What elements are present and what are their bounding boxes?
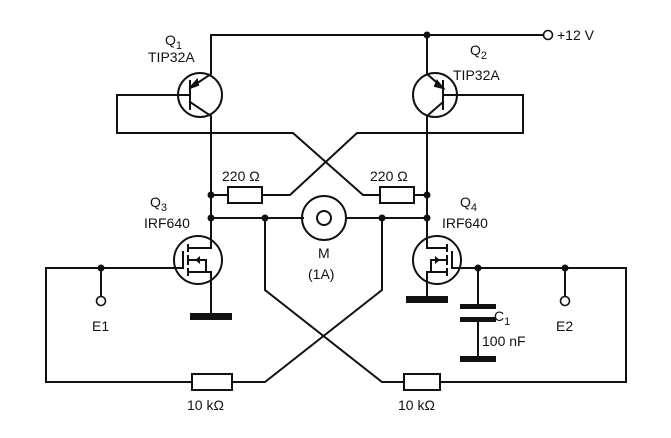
- svg-text:Q3: Q3: [150, 194, 167, 214]
- q1-name: Q: [165, 32, 176, 48]
- q3-name: Q: [150, 194, 161, 210]
- q2-sub: 2: [481, 50, 487, 62]
- q4-part: IRF640: [442, 215, 488, 231]
- lower-cross-wires: [231, 217, 405, 383]
- q3-sub: 3: [161, 202, 167, 214]
- r-right-bottom-label: 10 kΩ: [398, 397, 435, 413]
- q1-sub: 1: [176, 40, 182, 52]
- svg-text:Q1: Q1: [165, 32, 182, 52]
- resistor-220-right: 220 Ω: [370, 168, 428, 204]
- r-left-top-label: 220 Ω: [222, 168, 260, 184]
- motor-rating: (1A): [308, 266, 334, 282]
- transistor-q3: Q3 IRF640: [100, 194, 232, 320]
- svg-text:Q4: Q4: [460, 194, 477, 214]
- c1-name: C: [494, 308, 504, 324]
- input-e2: E2: [439, 264, 627, 383]
- q4-sub: 4: [471, 202, 477, 214]
- resistor-10k-left: 10 kΩ: [187, 373, 233, 413]
- c1-value: 100 nF: [482, 333, 526, 349]
- supply-rail: +12 V: [210, 27, 595, 43]
- motor-name: M: [318, 245, 330, 261]
- q3-part: IRF640: [144, 215, 190, 231]
- motor: M (1A): [301, 195, 347, 282]
- svg-text:Q2: Q2: [470, 42, 487, 62]
- capacitor-c1: C1 100 nF: [460, 267, 526, 362]
- e1-label: E1: [92, 318, 109, 334]
- transistor-q1: Q1 TIP32A: [116, 32, 223, 181]
- supply-label: +12 V: [557, 27, 595, 43]
- q2-name: Q: [470, 42, 481, 58]
- resistor-10k-right: 10 kΩ: [398, 373, 441, 413]
- transistor-q4: Q4 IRF640: [406, 194, 566, 303]
- transistor-q2: Q2 TIP32A: [412, 34, 524, 181]
- c1-sub: 1: [504, 316, 510, 328]
- r-right-top-label: 220 Ω: [370, 168, 408, 184]
- cross-coupling-wires: [116, 94, 524, 196]
- input-e1: E1: [45, 264, 193, 383]
- r-left-bottom-label: 10 kΩ: [187, 397, 224, 413]
- svg-text:C1: C1: [494, 308, 510, 328]
- resistor-220-left: 220 Ω: [210, 168, 263, 204]
- q2-part: TIP32A: [453, 67, 500, 83]
- q1-part: TIP32A: [148, 49, 195, 65]
- e2-label: E2: [556, 318, 573, 334]
- q4-name: Q: [460, 194, 471, 210]
- supply-terminal: [542, 29, 554, 41]
